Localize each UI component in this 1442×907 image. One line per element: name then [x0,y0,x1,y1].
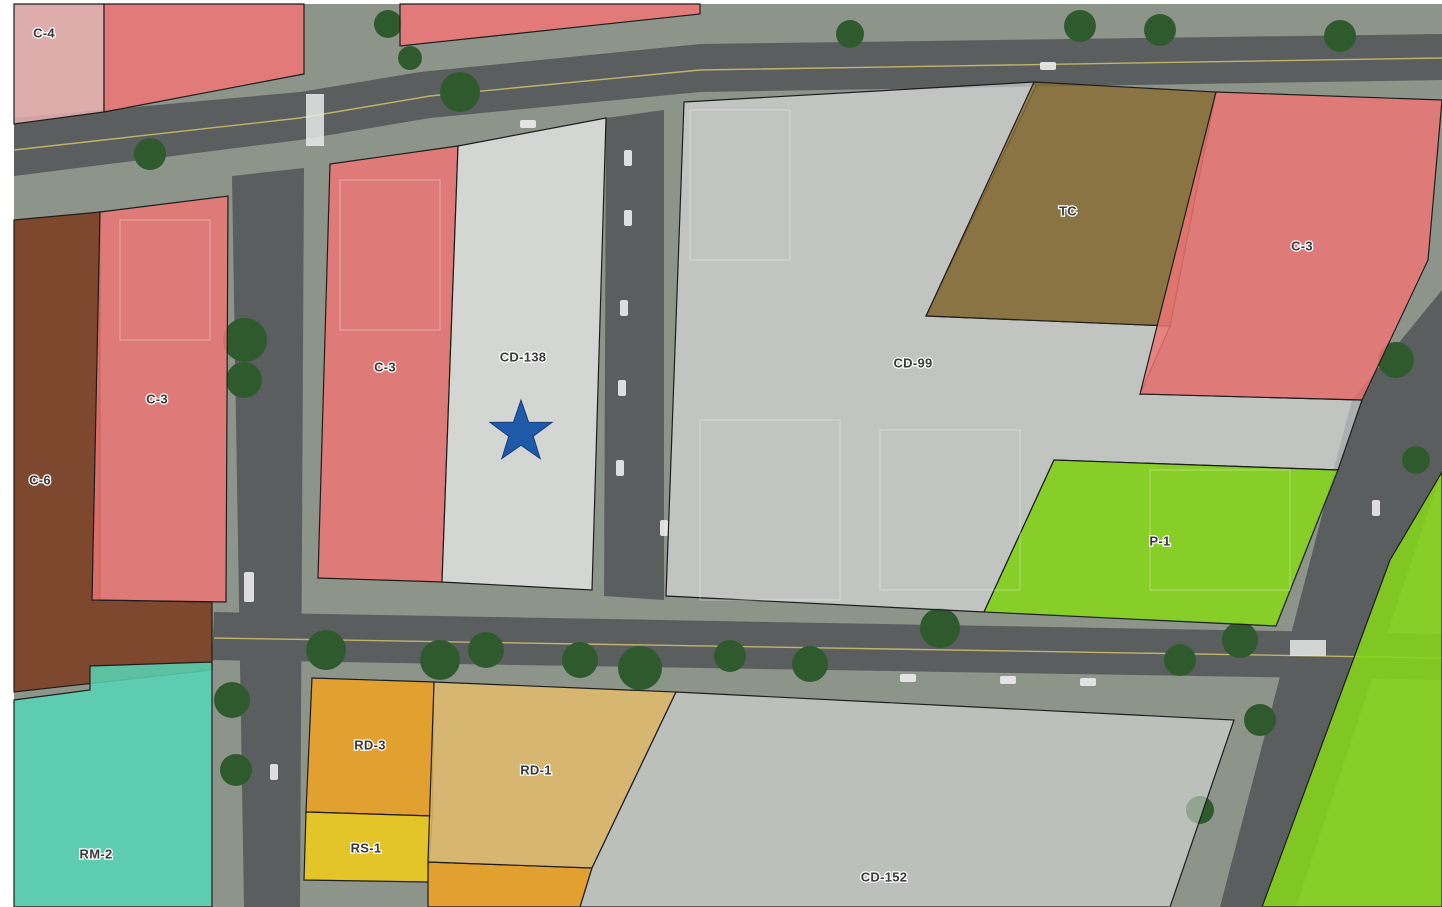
zone-labels: C-4 C-6 C-3 C-3 CD-138 CD-99 TC C-3 P-1 … [28,24,1314,886]
parked-cars [244,62,1380,780]
street-trees [134,10,1430,824]
zone-label-c4: C-4 [33,25,55,40]
zone-label-rs1: RS-1 [351,840,382,855]
zoning-layer [13,3,1442,907]
zone-p1-east[interactable] [1261,470,1442,907]
zone-p1[interactable] [983,459,1339,627]
building-outlines [119,109,1291,601]
road-west-street [232,168,304,907]
zone-label-tc: TC [1059,203,1077,218]
zone-label-p1: P-1 [1149,533,1170,548]
zone-cd152[interactable] [579,691,1235,907]
zone-label-cd138: CD-138 [500,349,547,364]
road-cross-street [212,612,1442,680]
zone-label-rd1: RD-1 [520,762,552,777]
zone-label-c6: C-6 [29,472,51,487]
zone-label-c3-east: C-3 [1291,238,1313,253]
crosswalks [306,94,1326,656]
zone-label-c3-west: C-3 [146,391,168,406]
zone-rm2[interactable] [13,661,213,907]
road-network [14,34,1442,907]
zone-label-cd152: CD-152 [861,869,908,884]
zone-label-cd99: CD-99 [893,355,932,370]
zone-c4[interactable] [13,3,105,125]
zone-c3-topmid[interactable] [399,3,701,47]
road-lane-center [604,110,664,600]
zone-label-rm2: RM-2 [80,846,113,861]
star-icon[interactable] [488,398,554,460]
road-east-boulevard [1220,290,1442,907]
zone-c3-top[interactable] [103,3,305,113]
zone-rd3-south[interactable] [427,861,593,907]
zone-label-rd3: RD-3 [354,737,386,752]
zone-c3-east[interactable] [1139,91,1442,401]
zone-cd138[interactable] [441,117,607,591]
zone-label-c3-mid: C-3 [374,359,396,374]
zone-c3-west[interactable] [91,195,229,603]
road-north-avenue [14,34,1442,176]
